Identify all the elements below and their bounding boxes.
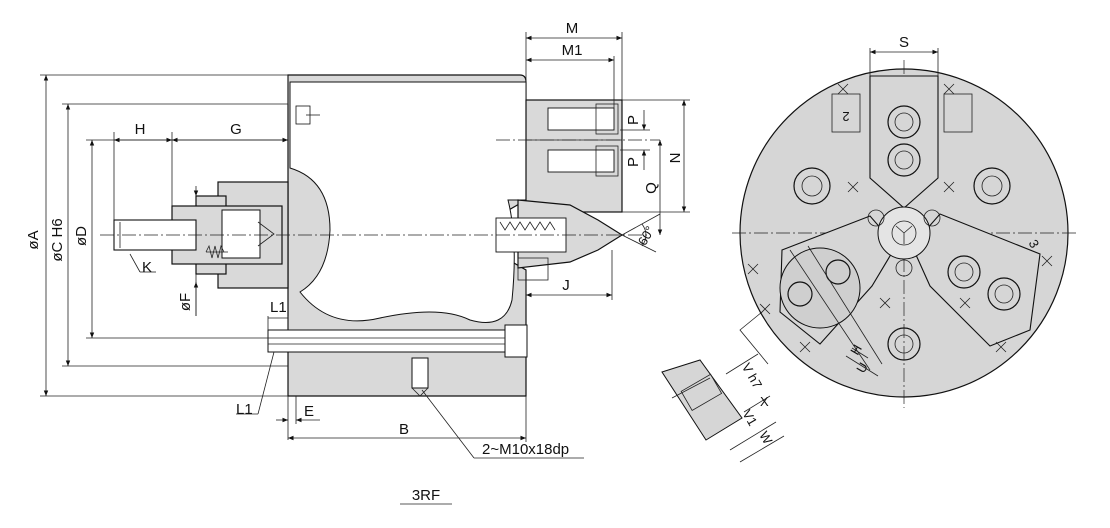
dim-J: J	[562, 277, 570, 294]
dim-angle: 60°	[635, 223, 658, 248]
jaw-lower-right	[911, 213, 1041, 347]
through-bolt-head	[504, 324, 528, 358]
dim-OC-H6: øC H6	[49, 218, 66, 261]
dim-P-bottom: P	[625, 157, 642, 167]
dim-S: S	[899, 34, 909, 51]
detail-block	[661, 359, 743, 441]
cap-screw	[221, 209, 261, 259]
dim-G: G	[230, 121, 242, 138]
jaw-top	[869, 75, 939, 209]
front-view: 2 3	[732, 34, 1078, 408]
dim-L1-top: L1	[270, 299, 287, 316]
dim-H: H	[135, 121, 146, 138]
detail-V-h7: V h7	[739, 360, 765, 391]
jaw-2-number: 2	[842, 109, 849, 124]
thread-note: 2~M10x18dp	[482, 441, 569, 458]
dim-Q: Q	[643, 182, 660, 194]
dim-OF: øF	[177, 293, 194, 311]
detail-W: W	[756, 429, 775, 448]
jaw-upper-screw	[547, 107, 615, 131]
detail-V1: V1	[739, 407, 760, 428]
dim-B: B	[399, 421, 409, 438]
jaw-lower-screw	[547, 149, 615, 173]
dimensions-side: øA øC H6 øD H G K øF L1	[25, 20, 690, 505]
side-section-view	[100, 74, 660, 397]
mount-bolt-3	[887, 327, 921, 361]
dim-M1: M1	[562, 42, 583, 59]
dim-K: K	[142, 259, 152, 276]
dim-N: N	[667, 153, 684, 164]
dim-OD: øD	[73, 226, 90, 246]
detail-X: X	[760, 394, 769, 409]
model-label: 3RF	[412, 487, 440, 504]
threaded-hole	[411, 357, 429, 389]
through-bolt	[267, 329, 509, 353]
dim-OA: øA	[25, 230, 42, 249]
jaw-left-disc	[779, 247, 861, 329]
detail-view: V h7 X V1 W	[661, 311, 785, 463]
dim-P-top: P	[625, 115, 642, 125]
dim-L1-bottom: L1	[236, 401, 253, 418]
dim-M: M	[566, 20, 579, 37]
mount-bolt-2	[973, 167, 1011, 205]
dim-E: E	[304, 403, 314, 420]
mount-bolt-1	[793, 167, 831, 205]
internal-cavity	[289, 81, 527, 323]
